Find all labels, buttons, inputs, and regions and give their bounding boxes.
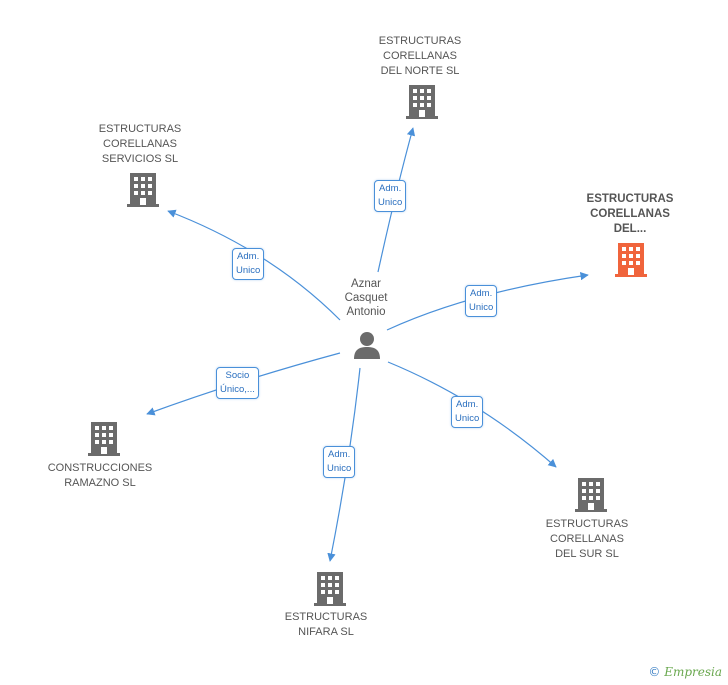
edge-label-del[interactable]: Adm. Unico — [465, 285, 498, 317]
person-name[interactable]: Aznar Casquet Antonio — [344, 278, 388, 318]
company-label: ESTRUCTURAS CORELLANAS SERVICIOS SL — [98, 123, 182, 165]
company-label: CONSTRUCCIONES RAMAZNO SL — [47, 462, 153, 489]
edge-label-sur[interactable]: Adm. Unico — [451, 396, 484, 428]
company-node-norte[interactable]: ESTRUCTURAS CORELLANAS DEL NORTE SL — [360, 34, 480, 79]
building-icon[interactable] — [88, 422, 120, 456]
building-icon[interactable] — [406, 85, 438, 119]
building-icon[interactable] — [314, 572, 346, 606]
edge-label-norte[interactable]: Adm. Unico — [374, 180, 407, 212]
edge-label-servicios[interactable]: Adm. Unico — [232, 248, 265, 280]
person-icon[interactable] — [352, 330, 382, 360]
copyright-icon: © — [648, 665, 661, 679]
company-node-nifara[interactable]: ESTRUCTURAS NIFARA SL — [266, 610, 386, 640]
brand-name: Empresia — [664, 665, 722, 679]
company-node-sur[interactable]: ESTRUCTURAS CORELLANAS DEL SUR SL — [527, 517, 647, 562]
company-label: ESTRUCTURAS CORELLANAS DEL SUR SL — [545, 518, 629, 560]
edge-label-ramazno[interactable]: Socio Único,... — [216, 367, 259, 399]
brand-logo: © Empresia — [648, 665, 722, 679]
building-icon-highlighted[interactable] — [615, 243, 647, 277]
company-label: ESTRUCTURAS NIFARA SL — [284, 611, 368, 638]
building-icon[interactable] — [127, 173, 159, 207]
building-icon[interactable] — [575, 478, 607, 512]
company-label: ESTRUCTURAS CORELLANAS DEL... — [586, 193, 674, 235]
edge-label-nifara[interactable]: Adm. Unico — [323, 446, 356, 478]
company-node-ramazno[interactable]: CONSTRUCCIONES RAMAZNO SL — [40, 461, 160, 491]
company-node-main[interactable]: ESTRUCTURAS CORELLANAS DEL... — [568, 192, 692, 237]
company-label: ESTRUCTURAS CORELLANAS DEL NORTE SL — [378, 35, 462, 77]
company-node-servicios[interactable]: ESTRUCTURAS CORELLANAS SERVICIOS SL — [80, 122, 200, 167]
